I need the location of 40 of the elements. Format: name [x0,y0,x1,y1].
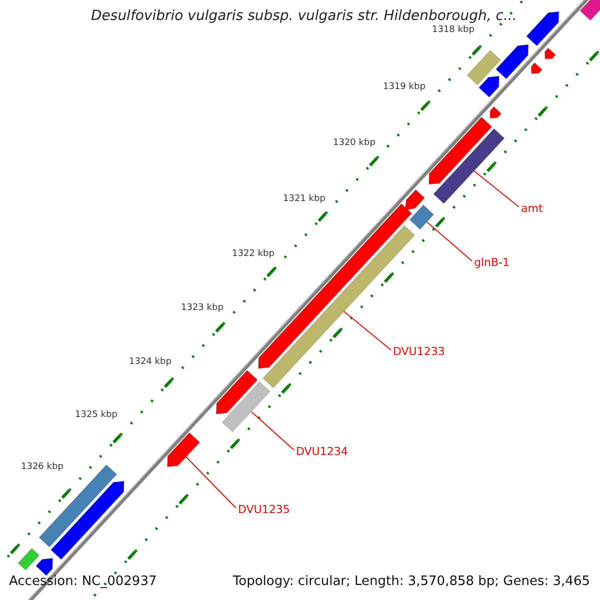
leader-line [474,170,520,208]
accession-text: Accession: NC_002937 [8,573,158,591]
gene-feature [478,76,500,98]
genome-stats-text: Topology: circular; Length: 3,570,858 bp; Genes: 3,465 [232,574,590,589]
gene-feature [496,44,529,80]
tick-label: 1320 kbp [333,138,376,148]
gene-feature [167,432,200,468]
gene-label: glnB-1 [474,256,510,269]
tick-label: 1325 kbp [75,410,118,420]
gene-feature [428,116,492,185]
gene-bar [222,381,270,432]
tick-label: 1318 kbp [432,25,474,35]
gene-label: DVU1234 [296,445,348,458]
gene-label: DVU1235 [238,503,290,516]
leader-line [343,310,392,350]
gene-label: DVU1233 [393,345,445,358]
gene-label: amt [521,202,543,215]
tick-label: 1324 kbp [129,357,172,367]
gene-bar [18,548,40,570]
tick-label: 1323 kbp [181,303,224,313]
gene-feature [216,370,258,414]
tick-label: 1322 kbp [232,249,274,259]
tick-label: 1326 kbp [21,462,64,472]
gene-feature [50,480,124,560]
tick-label: 1321 kbp [283,194,326,204]
gene-feature [526,11,560,46]
leader-line [426,221,472,262]
leader-line [186,456,236,508]
gene-feature [490,106,502,119]
tick-label: 1319 kbp [383,82,426,92]
leader-line [250,411,294,450]
gene-feature [36,558,53,576]
gene-feature [404,189,425,210]
gene-feature [530,62,542,74]
gene-bar [433,128,505,204]
map-title: Desulfovibrio vulgaris subsp. vulgaris str. Hildenborough, c... [91,8,517,24]
gene-bar [466,50,501,86]
gene-bar [409,204,434,230]
gene-feature [580,0,600,21]
gene-feature [544,48,556,60]
